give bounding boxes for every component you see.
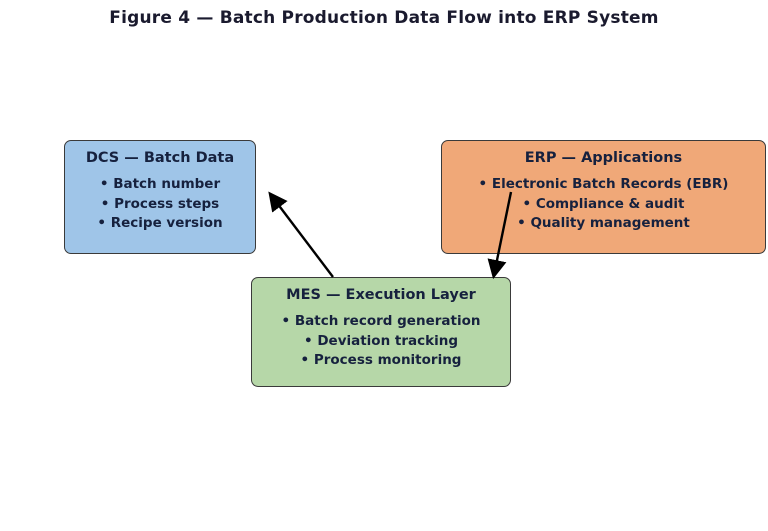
node-erp-title: ERP — Applications bbox=[524, 150, 683, 166]
node-erp[interactable]: ERP — Applications • Electronic Batch Re… bbox=[441, 140, 766, 254]
arrow-mes-to-dcs bbox=[268, 191, 334, 278]
node-mes-items: • Batch record generation • Deviation tr… bbox=[252, 312, 510, 369]
figure-title: Figure 4 — Batch Production Data Flow in… bbox=[109, 8, 659, 28]
node-mes[interactable]: MES — Execution Layer • Batch record gen… bbox=[251, 277, 511, 387]
node-erp-items: • Electronic Batch Records (EBR) • Compl… bbox=[442, 175, 765, 232]
node-dcs-items: • Batch number • Process steps • Recipe … bbox=[65, 175, 255, 232]
node-dcs-item: • Recipe version bbox=[97, 214, 223, 231]
node-dcs-item: • Process steps bbox=[100, 195, 220, 212]
node-dcs-title: DCS — Batch Data bbox=[85, 150, 235, 166]
node-dcs-item: • Batch number bbox=[99, 176, 221, 193]
node-mes-item: • Deviation tracking bbox=[304, 332, 458, 349]
node-erp-item: • Compliance & audit bbox=[522, 195, 685, 212]
node-mes-item: • Process monitoring bbox=[300, 351, 462, 368]
node-erp-item: • Electronic Batch Records (EBR) bbox=[478, 176, 729, 193]
node-mes-item: • Batch record generation bbox=[281, 313, 481, 330]
node-erp-item: • Quality management bbox=[517, 214, 690, 231]
node-dcs[interactable]: DCS — Batch Data • Batch number • Proces… bbox=[64, 140, 256, 254]
node-mes-title: MES — Execution Layer bbox=[286, 287, 476, 303]
